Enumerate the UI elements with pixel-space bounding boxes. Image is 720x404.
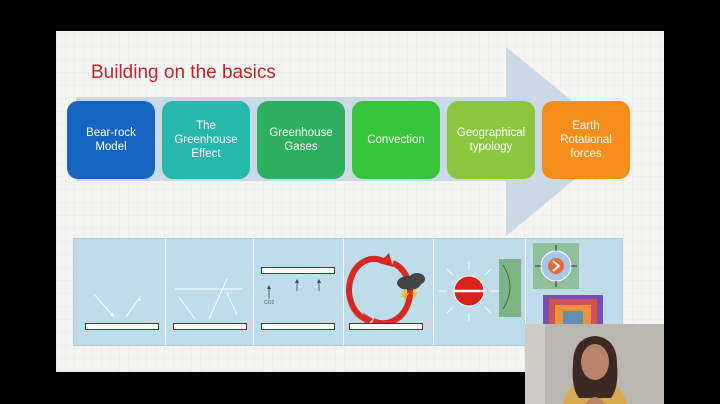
step-convection[interactable]: Convection — [352, 101, 440, 179]
atmosphere-layer — [261, 267, 335, 274]
diagram-convection — [343, 239, 434, 345]
diagram-bare-rock — [74, 239, 166, 345]
diagram-greenhouse-gases: CO2 — [253, 239, 344, 345]
reflection-arrows-icon — [93, 293, 141, 318]
step-greenhouse-gases[interactable]: Greenhouse Gases — [257, 101, 345, 179]
step-bear-rock-model[interactable]: Bear-rock Model — [67, 101, 155, 179]
co2-label: CO2 — [264, 300, 275, 306]
diagram-geographical-typology — [433, 239, 526, 345]
rock-surface — [85, 323, 159, 330]
greenhouse-rays-icon — [175, 278, 243, 320]
presenter-video — [525, 324, 664, 404]
presenter-webcam — [525, 324, 664, 404]
diagram-greenhouse-effect — [165, 239, 254, 345]
ground-surface — [349, 323, 423, 330]
sun-heating-icon — [439, 259, 521, 321]
step-greenhouse-effect[interactable]: The Greenhouse Effect — [162, 101, 250, 179]
progression-arrow — [76, 47, 621, 236]
upward-arrows-icon — [267, 279, 321, 299]
ground-surface — [173, 323, 247, 330]
step-earth-rotational-forces[interactable]: Earth Rotational forces — [542, 101, 630, 179]
ground-surface — [261, 323, 335, 330]
presentation-slide: Building on the basics Bear-rock Model T… — [56, 31, 664, 372]
step-geographical-typology[interactable]: Geographical typology — [447, 101, 535, 179]
slide-title: Building on the basics — [91, 62, 276, 83]
